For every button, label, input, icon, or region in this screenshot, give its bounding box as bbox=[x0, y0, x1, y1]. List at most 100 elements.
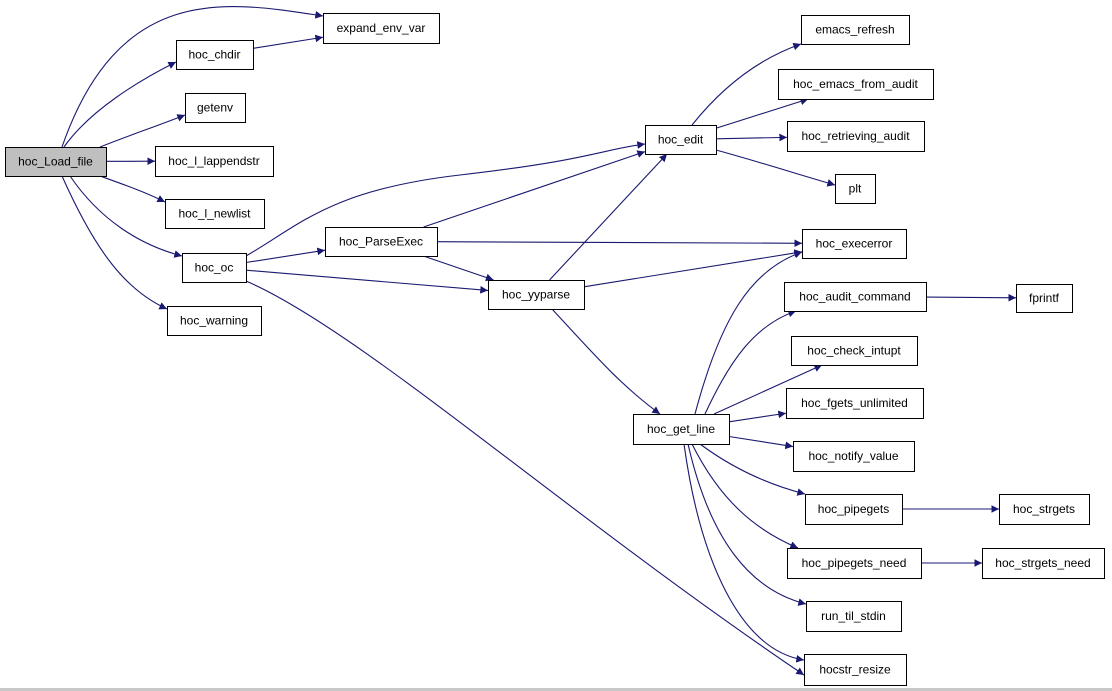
window-bottom-edge bbox=[0, 688, 1112, 691]
node-emacs_refresh[interactable]: emacs_refresh bbox=[801, 15, 910, 45]
node-label: hoc_fgets_unlimited bbox=[801, 396, 908, 410]
node-label: getenv bbox=[197, 101, 233, 115]
node-box[interactable] bbox=[982, 548, 1105, 579]
edge-hoc_audit_command-to-fprintf bbox=[925, 293, 1017, 302]
edge-hoc_chdir-to-expand_env_var bbox=[252, 34, 324, 49]
node-hoc_edit[interactable]: hoc_edit bbox=[645, 125, 717, 155]
node-box[interactable] bbox=[805, 494, 903, 525]
node-label: hoc_warning bbox=[180, 314, 248, 328]
node-hoc_l_newlist[interactable]: hoc_l_newlist bbox=[165, 199, 265, 229]
node-hoc_ParseExec[interactable]: hoc_ParseExec bbox=[325, 227, 438, 257]
node-hoc_emacs_from_audit[interactable]: hoc_emacs_from_audit bbox=[778, 69, 934, 100]
node-label: hoc_notify_value bbox=[808, 449, 898, 463]
node-box[interactable] bbox=[787, 548, 922, 579]
node-label: hoc_edit bbox=[658, 133, 704, 147]
node-label: hoc_execerror bbox=[816, 237, 893, 251]
edge-hoc_edit-to-hoc_emacs_from_audit bbox=[715, 97, 809, 129]
node-hoc_pipegets_need[interactable]: hoc_pipegets_need bbox=[787, 548, 922, 579]
node-box[interactable] bbox=[801, 15, 910, 45]
node-hoc_chdir[interactable]: hoc_chdir bbox=[176, 40, 254, 70]
edge-hoc_ParseExec-to-hoc_execerror bbox=[436, 239, 803, 248]
node-hoc_notify_value[interactable]: hoc_notify_value bbox=[793, 441, 915, 472]
node-label: run_til_stdin bbox=[821, 609, 886, 623]
node-label: hoc_strgets_need bbox=[995, 556, 1090, 570]
edge-hoc_get_line-to-hoc_notify_value bbox=[728, 435, 794, 450]
edge-hoc_ParseExec-to-hoc_edit bbox=[423, 150, 646, 228]
node-hoc_strgets_need[interactable]: hoc_strgets_need bbox=[982, 548, 1105, 579]
nodes-layer: hoc_Load_file expand_env_var hoc_chdirgete… bbox=[5, 13, 1105, 686]
node-box[interactable] bbox=[778, 69, 934, 100]
node-box[interactable] bbox=[325, 227, 438, 257]
edge-hoc_Load_file-to-hoc_chdir bbox=[63, 61, 177, 148]
node-box[interactable] bbox=[167, 306, 262, 336]
node-label: hoc_check_intupt bbox=[807, 344, 901, 358]
edge-hoc_get_line-to-hocstr_resize bbox=[683, 443, 805, 663]
node-box[interactable] bbox=[488, 280, 585, 310]
edge-hoc_oc-to-hocstr_resize bbox=[245, 280, 805, 676]
node-hoc_check_intupt[interactable]: hoc_check_intupt bbox=[791, 336, 918, 366]
node-hoc_strgets[interactable]: hoc_strgets bbox=[999, 494, 1090, 525]
node-box[interactable] bbox=[835, 174, 876, 204]
edge-hoc_Load_file-to-expand_env_var bbox=[61, 6, 324, 148]
node-label: fprintf bbox=[1029, 291, 1060, 305]
edge-hoc_oc-to-hoc_yyparse bbox=[245, 269, 489, 294]
edge-hoc_get_line-to-hoc_execerror bbox=[694, 250, 803, 415]
node-box[interactable] bbox=[633, 414, 730, 445]
node-box[interactable] bbox=[155, 146, 274, 177]
node-hoc_audit_command[interactable]: hoc_audit_command bbox=[784, 282, 927, 312]
edge-hoc_get_line-to-hoc_fgets_unlimited bbox=[728, 410, 787, 423]
edge-hoc_yyparse-to-hoc_execerror bbox=[583, 249, 803, 288]
node-hoc_get_line[interactable]: hoc_get_line bbox=[633, 414, 730, 445]
node-hoc_Load_file[interactable]: hoc_Load_file bbox=[5, 147, 107, 177]
node-getenv[interactable]: getenv bbox=[185, 93, 246, 123]
node-hoc_warning[interactable]: hoc_warning bbox=[167, 306, 262, 336]
edge-hoc_Load_file-to-hoc_warning bbox=[61, 175, 168, 310]
node-box[interactable] bbox=[185, 93, 246, 123]
node-box[interactable] bbox=[786, 388, 924, 419]
edge-hoc_edit-to-hoc_retrieving_audit bbox=[715, 133, 788, 142]
node-hoc_oc[interactable]: hoc_oc bbox=[182, 253, 247, 283]
node-box[interactable] bbox=[645, 125, 717, 155]
node-box[interactable] bbox=[793, 441, 915, 472]
edge-hoc_Load_file-to-hoc_oc bbox=[69, 175, 183, 258]
node-box[interactable] bbox=[5, 147, 107, 177]
node-expand_env_var[interactable]: expand_env_var bbox=[323, 13, 440, 44]
node-label: hoc_audit_command bbox=[799, 290, 910, 304]
node-hocstr_resize[interactable]: hocstr_resize bbox=[804, 654, 907, 686]
node-run_til_stdin[interactable]: run_til_stdin bbox=[806, 601, 902, 632]
edge-hoc_Load_file-to-getenv bbox=[99, 114, 186, 148]
node-box[interactable] bbox=[999, 494, 1090, 525]
edge-hoc_oc-to-hoc_edit bbox=[245, 141, 646, 257]
node-box[interactable] bbox=[176, 40, 254, 70]
node-label: hoc_retrieving_audit bbox=[801, 129, 910, 143]
node-box[interactable] bbox=[182, 253, 247, 283]
node-box[interactable] bbox=[787, 121, 925, 152]
edge-hoc_edit-to-plt bbox=[715, 149, 836, 187]
node-hoc_execerror[interactable]: hoc_execerror bbox=[802, 229, 907, 259]
node-hoc_retrieving_audit[interactable]: hoc_retrieving_audit bbox=[787, 121, 925, 152]
node-label: hoc_ParseExec bbox=[339, 235, 423, 249]
node-label: hocstr_resize bbox=[819, 663, 891, 677]
node-box[interactable] bbox=[165, 199, 265, 229]
edge-hoc_oc-to-hoc_ParseExec bbox=[245, 247, 326, 264]
node-label: hoc_pipegets bbox=[818, 502, 889, 516]
node-label: hoc_chdir bbox=[188, 48, 240, 62]
node-label: expand_env_var bbox=[337, 21, 426, 35]
edges-layer bbox=[61, 6, 1017, 676]
node-hoc_pipegets[interactable]: hoc_pipegets bbox=[805, 494, 903, 525]
node-label: hoc_oc bbox=[195, 261, 234, 275]
node-box[interactable] bbox=[1016, 284, 1073, 313]
node-fprintf[interactable]: fprintf bbox=[1016, 284, 1073, 313]
node-hoc_l_lappendstr[interactable]: hoc_l_lappendstr bbox=[155, 146, 274, 177]
node-label: hoc_get_line bbox=[647, 422, 715, 436]
node-box[interactable] bbox=[806, 601, 902, 632]
node-box[interactable] bbox=[791, 336, 918, 366]
node-plt[interactable]: plt bbox=[835, 174, 876, 204]
node-box[interactable] bbox=[802, 229, 907, 259]
node-label: hoc_yyparse bbox=[502, 288, 570, 302]
node-hoc_fgets_unlimited[interactable]: hoc_fgets_unlimited bbox=[786, 388, 924, 419]
node-hoc_yyparse[interactable]: hoc_yyparse bbox=[488, 280, 585, 310]
node-box[interactable] bbox=[804, 654, 907, 686]
node-box[interactable] bbox=[323, 13, 440, 44]
node-box[interactable] bbox=[784, 282, 927, 312]
